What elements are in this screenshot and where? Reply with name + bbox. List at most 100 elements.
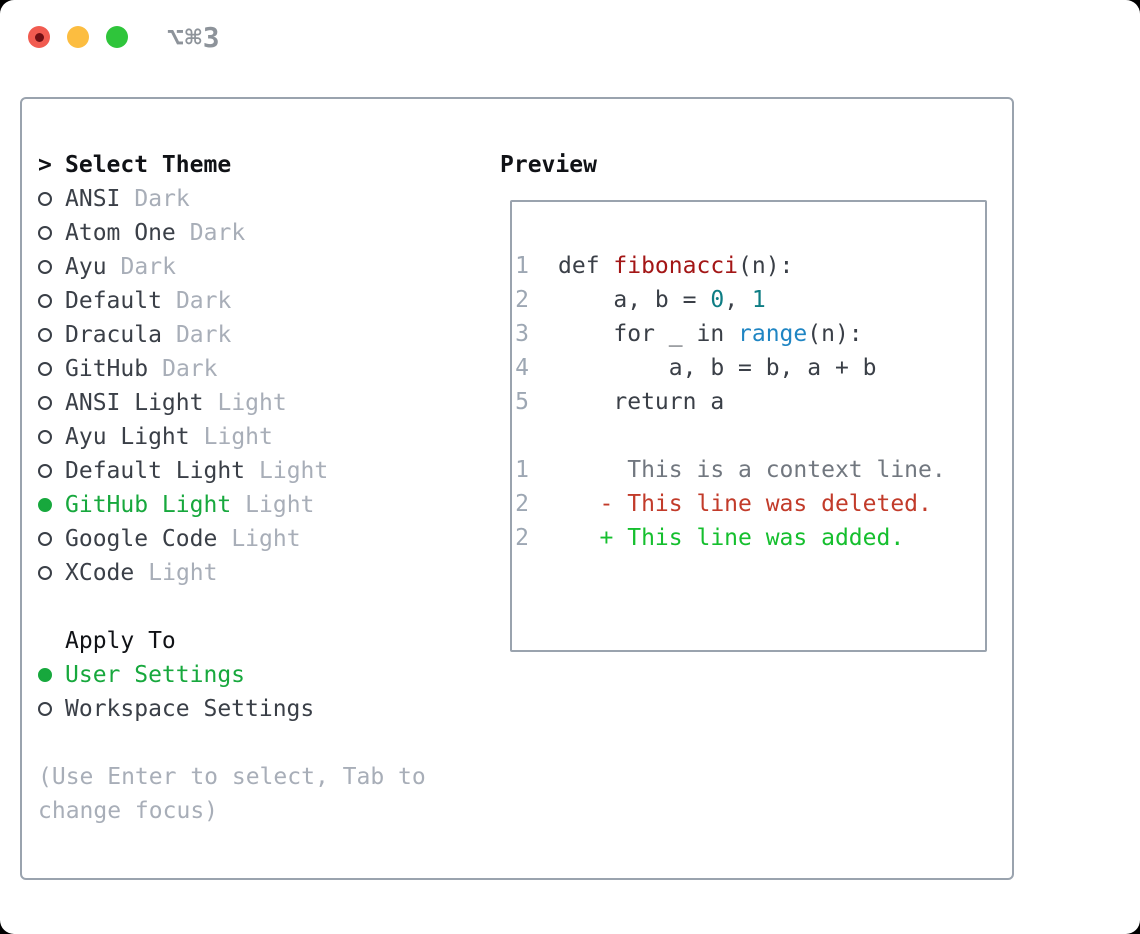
radio-icon	[38, 566, 52, 580]
token-builtin: range	[738, 321, 808, 347]
code-text: a, b = 0, 1	[558, 283, 766, 317]
theme-option-atom-one[interactable]: Atom One Dark	[38, 216, 478, 250]
radio-icon	[38, 702, 52, 716]
theme-option-ayu-light[interactable]: Ayu Light Light	[38, 420, 478, 454]
radio-icon	[38, 498, 52, 512]
radio-icon	[38, 532, 52, 546]
theme-option-github[interactable]: GitHub Dark	[38, 352, 478, 386]
hint-line-2: change focus)	[38, 794, 478, 828]
radio-slot	[38, 318, 65, 352]
record-dot-icon	[34, 32, 44, 42]
theme-option-xcode[interactable]: XCode Light	[38, 556, 478, 590]
preview-code-line	[514, 419, 985, 453]
theme-name: GitHub Light	[65, 492, 232, 518]
preview-heading: Preview	[500, 152, 597, 178]
titlebar: ⌥⌘3	[0, 0, 1140, 76]
picker-panel	[20, 97, 1014, 880]
token-plain: return a	[558, 389, 725, 415]
theme-name: ANSI	[65, 186, 121, 212]
theme-option-default[interactable]: Default Dark	[38, 284, 478, 318]
radio-icon	[38, 294, 52, 308]
code-text: This is a context line.	[558, 453, 946, 487]
traffic-lights	[28, 26, 128, 48]
token-plain: a, b =	[558, 287, 711, 313]
token-deleted: - This line was deleted.	[558, 491, 932, 517]
code-text: - This line was deleted.	[558, 487, 932, 521]
theme-list: ANSI Dark Atom One Dark Ayu Dark Default…	[38, 182, 478, 590]
radio-slot	[38, 522, 65, 556]
apply-to-indent	[38, 624, 65, 658]
radio-slot	[38, 658, 65, 692]
preview-code-line: 2 a, b = 0, 1	[514, 283, 985, 317]
line-number: 5	[515, 389, 529, 415]
line-number: 1	[515, 253, 529, 279]
apply-option-name: Workspace Settings	[65, 696, 315, 722]
line-number: 4	[515, 355, 529, 381]
radio-icon	[38, 464, 52, 478]
spacer-row	[38, 590, 478, 624]
theme-variant-tag: Light	[245, 492, 315, 518]
theme-option-google-code[interactable]: Google Code Light	[38, 522, 478, 556]
line-number: 2	[515, 525, 529, 551]
code-lines: 1 def fibonacci(n): 2 a, b = 0, 1 3 for …	[514, 249, 985, 555]
theme-option-github-light[interactable]: GitHub Light Light	[38, 488, 478, 522]
theme-option-default-light[interactable]: Default Light Light	[38, 454, 478, 488]
theme-name: Atom One	[65, 220, 176, 246]
preview-code-line: 5 return a	[514, 385, 985, 419]
line-number: 2	[515, 491, 529, 517]
preview-code-line: 2 + This line was added.	[514, 521, 985, 555]
preview-code-line: 3 for _ in range(n):	[514, 317, 985, 351]
theme-variant-tag: Dark	[175, 288, 232, 314]
token-context: This is a context line.	[558, 457, 946, 483]
token-plain: (n):	[738, 253, 794, 279]
theme-option-ansi[interactable]: ANSI Dark	[38, 182, 478, 216]
radio-slot	[38, 454, 65, 488]
radio-icon	[38, 226, 52, 240]
radio-slot	[38, 284, 65, 318]
line-number: 1	[515, 457, 529, 483]
theme-variant-tag: Light	[203, 424, 273, 450]
theme-option-dracula[interactable]: Dracula Dark	[38, 318, 478, 352]
token-plain: a, b = b, a + b	[558, 355, 877, 381]
radio-slot	[38, 692, 65, 726]
token-plain: def	[558, 253, 614, 279]
hint-text-2: change focus)	[38, 798, 219, 824]
preview-code-line: 1 def fibonacci(n):	[514, 249, 985, 283]
theme-name: Dracula	[65, 322, 162, 348]
close-button[interactable]	[28, 26, 50, 48]
radio-slot	[38, 352, 65, 386]
apply-option-user-settings[interactable]: User Settings	[38, 658, 478, 692]
theme-name: Ayu	[65, 254, 107, 280]
theme-variant-tag: Light	[148, 560, 218, 586]
theme-variant-tag: Dark	[162, 356, 218, 382]
theme-name: Default	[65, 288, 162, 314]
theme-variant-tag: Dark	[134, 186, 190, 212]
token-number: 0	[710, 287, 725, 313]
window-title: ⌥⌘3	[167, 21, 221, 54]
zoom-button[interactable]	[106, 26, 128, 48]
radio-slot	[38, 250, 65, 284]
theme-variant-tag: Light	[259, 458, 329, 484]
theme-option-ansi-light[interactable]: ANSI Light Light	[38, 386, 478, 420]
code-text: + This line was added.	[558, 521, 905, 555]
preview-code-line: 2 - This line was deleted.	[514, 487, 985, 521]
token-number: 1	[751, 287, 766, 313]
theme-name: GitHub	[65, 356, 149, 382]
theme-name: ANSI Light	[65, 390, 204, 416]
theme-variant-tag: Dark	[189, 220, 246, 246]
preview-code-line: 4 a, b = b, a + b	[514, 351, 985, 385]
code-text: for _ in range(n):	[558, 317, 862, 351]
radio-slot	[38, 182, 65, 216]
radio-icon	[38, 430, 52, 444]
code-text: a, b = b, a + b	[558, 351, 877, 385]
apply-option-workspace-settings[interactable]: Workspace Settings	[38, 692, 478, 726]
apply-to-heading: Apply To	[65, 628, 176, 654]
theme-variant-tag: Light	[231, 526, 301, 552]
select-theme-heading: Select Theme	[65, 152, 232, 178]
apply-to-heading-row: Apply To	[38, 624, 478, 658]
apply-option-name: User Settings	[65, 662, 246, 688]
theme-option-ayu[interactable]: Ayu Dark	[38, 250, 478, 284]
minimize-button[interactable]	[67, 26, 89, 48]
radio-slot	[38, 488, 65, 522]
